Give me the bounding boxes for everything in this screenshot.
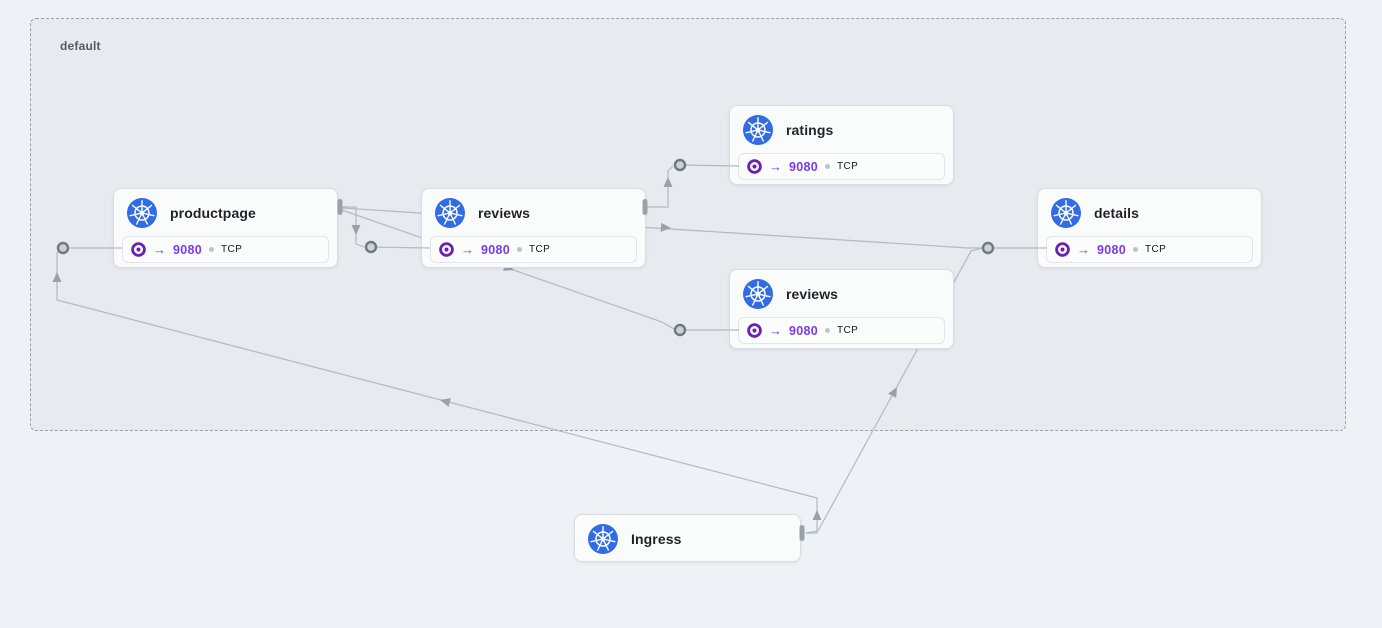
port-protocol: TCP: [529, 244, 551, 255]
kubernetes-logo-icon: [743, 279, 773, 309]
port-row: → 9080 TCP: [122, 236, 329, 263]
port-number: 9080: [1097, 242, 1127, 257]
arrow-right-icon: →: [461, 242, 474, 257]
port-row: → 9080 TCP: [738, 317, 945, 344]
port-number: 9080: [173, 242, 203, 257]
separator-dot-icon: [825, 164, 831, 169]
namespace-label: default: [60, 39, 101, 53]
node-header: details: [1038, 189, 1261, 228]
kubernetes-logo-icon: [588, 524, 618, 554]
node-title: Ingress: [631, 531, 682, 547]
node-header: Ingress: [575, 515, 800, 554]
port-target-icon: [131, 242, 146, 257]
service-node-ingress[interactable]: Ingress: [574, 514, 801, 562]
service-node-details[interactable]: details → 9080 TCP: [1037, 188, 1262, 268]
service-node-reviews[interactable]: reviews → 9080 TCP: [421, 188, 646, 268]
node-title: reviews: [786, 286, 839, 302]
node-title: details: [1094, 205, 1140, 221]
separator-dot-icon: [517, 247, 523, 252]
kubernetes-logo-icon: [127, 198, 157, 228]
kubernetes-logo-icon: [743, 115, 773, 145]
arrow-right-icon: →: [1077, 242, 1090, 257]
service-node-productpage[interactable]: productpage → 9080 TCP: [113, 188, 338, 268]
port-target-icon: [747, 159, 762, 174]
arrow-right-icon: →: [769, 323, 782, 338]
node-header: reviews: [730, 270, 953, 309]
port-target-icon: [1055, 242, 1070, 257]
node-title: ratings: [786, 122, 834, 138]
service-node-ratings[interactable]: ratings → 9080 TCP: [729, 105, 954, 185]
node-title: productpage: [170, 205, 256, 221]
kubernetes-logo-icon: [1051, 198, 1081, 228]
node-title: reviews: [478, 205, 531, 221]
separator-dot-icon: [825, 328, 831, 333]
node-header: ratings: [730, 106, 953, 145]
node-header: reviews: [422, 189, 645, 228]
port-protocol: TCP: [837, 161, 859, 172]
port-number: 9080: [789, 323, 819, 338]
arrow-right-icon: →: [769, 159, 782, 174]
port-protocol: TCP: [1145, 244, 1167, 255]
port-target-icon: [747, 323, 762, 338]
arrow-right-icon: →: [153, 242, 166, 257]
port-protocol: TCP: [837, 325, 859, 336]
separator-dot-icon: [209, 247, 215, 252]
port-row: → 9080 TCP: [1046, 236, 1253, 263]
port-protocol: TCP: [221, 244, 243, 255]
port-row: → 9080 TCP: [430, 236, 637, 263]
separator-dot-icon: [1133, 247, 1139, 252]
port-number: 9080: [481, 242, 511, 257]
service-node-reviews-2[interactable]: reviews → 9080 TCP: [729, 269, 954, 349]
port-number: 9080: [789, 159, 819, 174]
port-target-icon: [439, 242, 454, 257]
node-header: productpage: [114, 189, 337, 228]
port-row: → 9080 TCP: [738, 153, 945, 180]
arrowhead: [812, 510, 822, 520]
kubernetes-logo-icon: [435, 198, 465, 228]
